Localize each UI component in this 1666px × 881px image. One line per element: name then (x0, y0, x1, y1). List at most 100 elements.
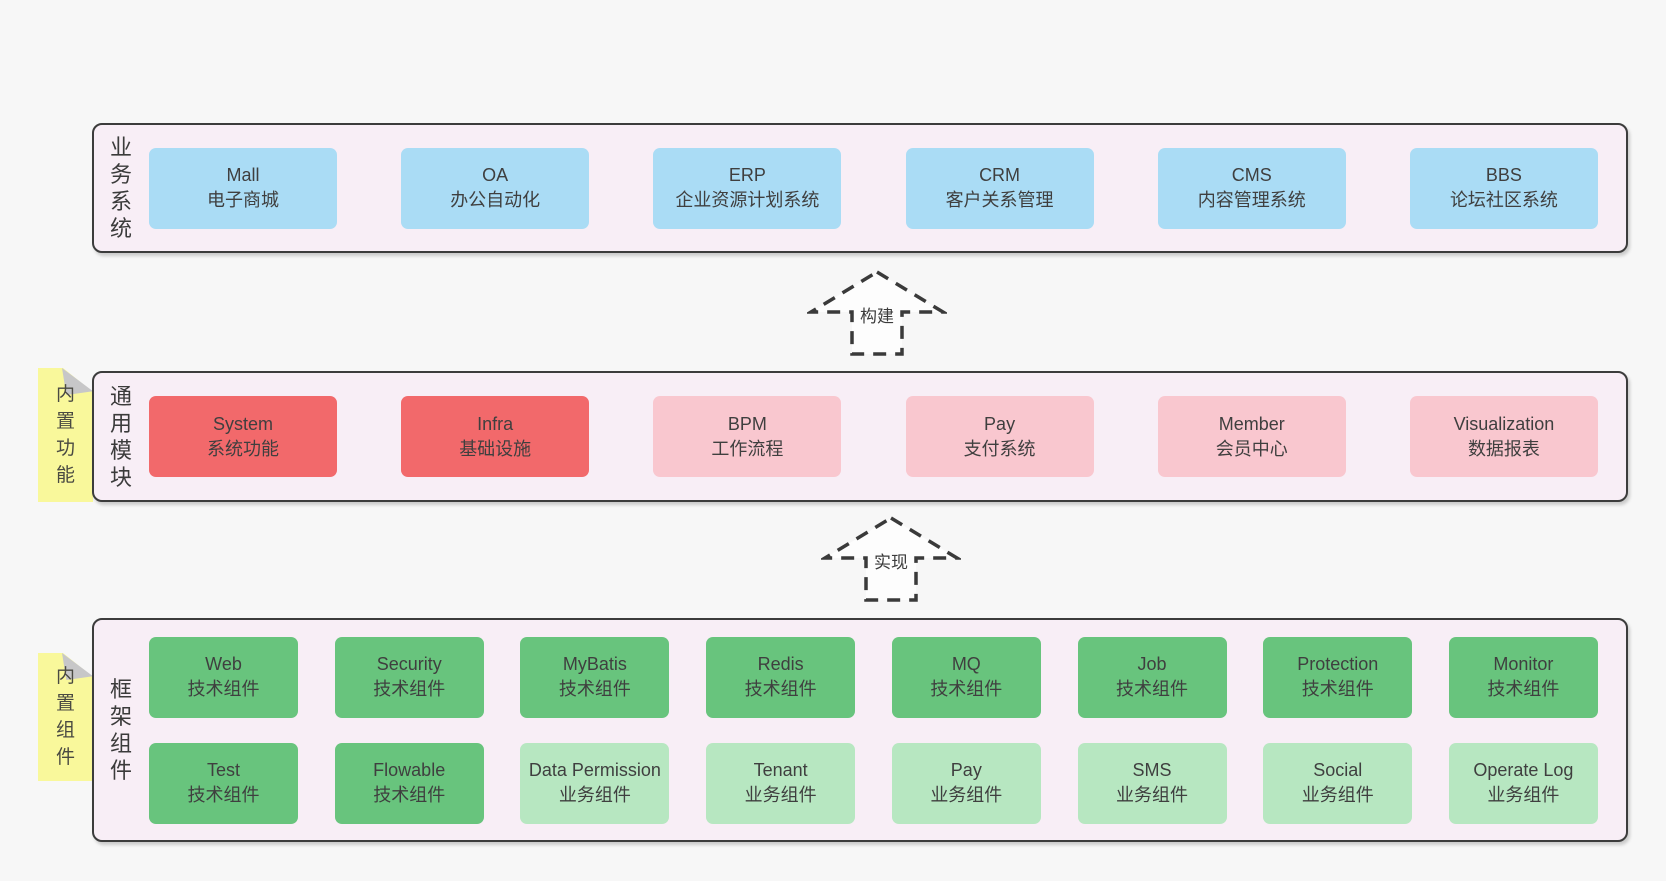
box-security: Security 技术组件 (334, 636, 484, 718)
box-mq: MQ 技术组件 (891, 636, 1041, 718)
box-subtitle: 企业资源计划系统 (675, 190, 820, 210)
box-name: Tenant (753, 760, 808, 780)
box-flowable: Flowable 技术组件 (334, 742, 484, 824)
panel-label-framework-components: 框架组件 (109, 677, 132, 783)
box-subtitle: 系统功能 (207, 438, 279, 459)
box-subtitle: 业务组件 (930, 785, 1003, 805)
box-bbs: BBS 论坛社区系统 (1409, 147, 1598, 229)
box-name: CRM (979, 165, 1021, 185)
box-social: Social 业务组件 (1263, 742, 1413, 824)
box-name: Test (206, 760, 240, 780)
box-subtitle: 数据报表 (1467, 438, 1540, 459)
box-subtitle: 业务组件 (744, 785, 817, 805)
box-name: Pay (984, 413, 1016, 434)
box-subtitle: 会员中心 (1215, 438, 1288, 459)
sticky-note-builtin-features: 内置功能 (38, 368, 93, 502)
box-infra: Infra 基础设施 (401, 396, 590, 477)
box-subtitle: 电子商城 (207, 190, 279, 210)
box-name: Job (1137, 654, 1167, 674)
box-data-permission: Data Permission 业务组件 (520, 742, 670, 824)
box-name: Pay (950, 760, 982, 780)
box-system: System 系统功能 (149, 396, 337, 477)
box-name: Redis (757, 654, 804, 674)
box-name: Member (1218, 413, 1285, 434)
sticky-note-text: 内置组件 (55, 666, 75, 768)
box-subtitle: 业务组件 (1116, 785, 1189, 805)
box-name: Infra (477, 413, 514, 434)
box-pay: Pay 支付系统 (905, 396, 1094, 477)
box-subtitle: 技术组件 (1487, 679, 1560, 699)
box-subtitle: 技术组件 (373, 785, 446, 805)
box-sms: SMS 业务组件 (1077, 742, 1227, 824)
box-subtitle: 业务组件 (1301, 785, 1374, 805)
box-name: Security (376, 654, 442, 674)
box-subtitle: 技术组件 (373, 679, 446, 699)
box-visualization: Visualization 数据报表 (1409, 396, 1598, 477)
box-test: Test 技术组件 (149, 742, 298, 824)
box-member: Member 会员中心 (1157, 396, 1346, 477)
box-name: BBS (1485, 165, 1522, 185)
box-subtitle: 技术组件 (187, 785, 260, 805)
box-name: Visualization (1453, 413, 1555, 434)
box-web: Web 技术组件 (149, 636, 298, 718)
box-subtitle: 内容管理系统 (1197, 190, 1306, 210)
box-subtitle: 技术组件 (930, 679, 1003, 699)
box-name: System (212, 413, 273, 434)
box-subtitle: 业务组件 (1487, 785, 1560, 805)
box-subtitle: 技术组件 (187, 679, 260, 699)
arrow-build-label: 构建 (857, 302, 897, 327)
box-subtitle: 技术组件 (1301, 679, 1374, 699)
box-pay: Pay 业务组件 (891, 742, 1041, 824)
box-subtitle: 技术组件 (744, 679, 817, 699)
box-job: Job 技术组件 (1077, 636, 1227, 718)
box-name: SMS (1132, 760, 1172, 780)
box-name: Web (205, 654, 242, 674)
box-subtitle: 业务组件 (558, 785, 631, 805)
box-subtitle: 客户关系管理 (945, 190, 1054, 210)
box-subtitle: 支付系统 (963, 438, 1036, 459)
box-name: BPM (727, 413, 767, 434)
box-name: Data Permission (528, 760, 661, 780)
box-oa: OA 办公自动化 (401, 147, 590, 229)
panel-label-common-modules: 通用模块 (109, 383, 132, 490)
box-operate-log: Operate Log 业务组件 (1448, 742, 1598, 824)
arrow-implement-label: 实现 (871, 548, 911, 573)
arrow-implement: 实现 (821, 514, 961, 604)
box-name: Monitor (1493, 654, 1554, 674)
box-name: Protection (1297, 654, 1379, 674)
box-name: MyBatis (562, 654, 627, 674)
sticky-note-builtin-components: 内置组件 (38, 653, 93, 781)
box-subtitle: 论坛社区系统 (1449, 190, 1558, 210)
box-name: CMS (1231, 165, 1272, 185)
panel-label-business-systems: 业务系统 (109, 135, 132, 241)
box-subtitle: 基础设施 (459, 438, 532, 459)
box-subtitle: 技术组件 (1116, 679, 1189, 699)
sticky-note-text: 内置功能 (55, 384, 75, 486)
box-subtitle: 办公自动化 (450, 190, 541, 210)
box-protection: Protection 技术组件 (1263, 636, 1413, 718)
box-name: MQ (951, 654, 981, 674)
box-name: OA (482, 165, 509, 185)
box-name: Operate Log (1473, 760, 1574, 780)
box-crm: CRM 客户关系管理 (905, 147, 1094, 229)
box-redis: Redis 技术组件 (706, 636, 856, 718)
box-tenant: Tenant 业务组件 (706, 742, 856, 824)
box-name: Flowable (373, 760, 446, 780)
box-name: Social (1313, 760, 1363, 780)
arrow-build: 构建 (807, 268, 947, 358)
box-monitor: Monitor 技术组件 (1448, 636, 1598, 718)
